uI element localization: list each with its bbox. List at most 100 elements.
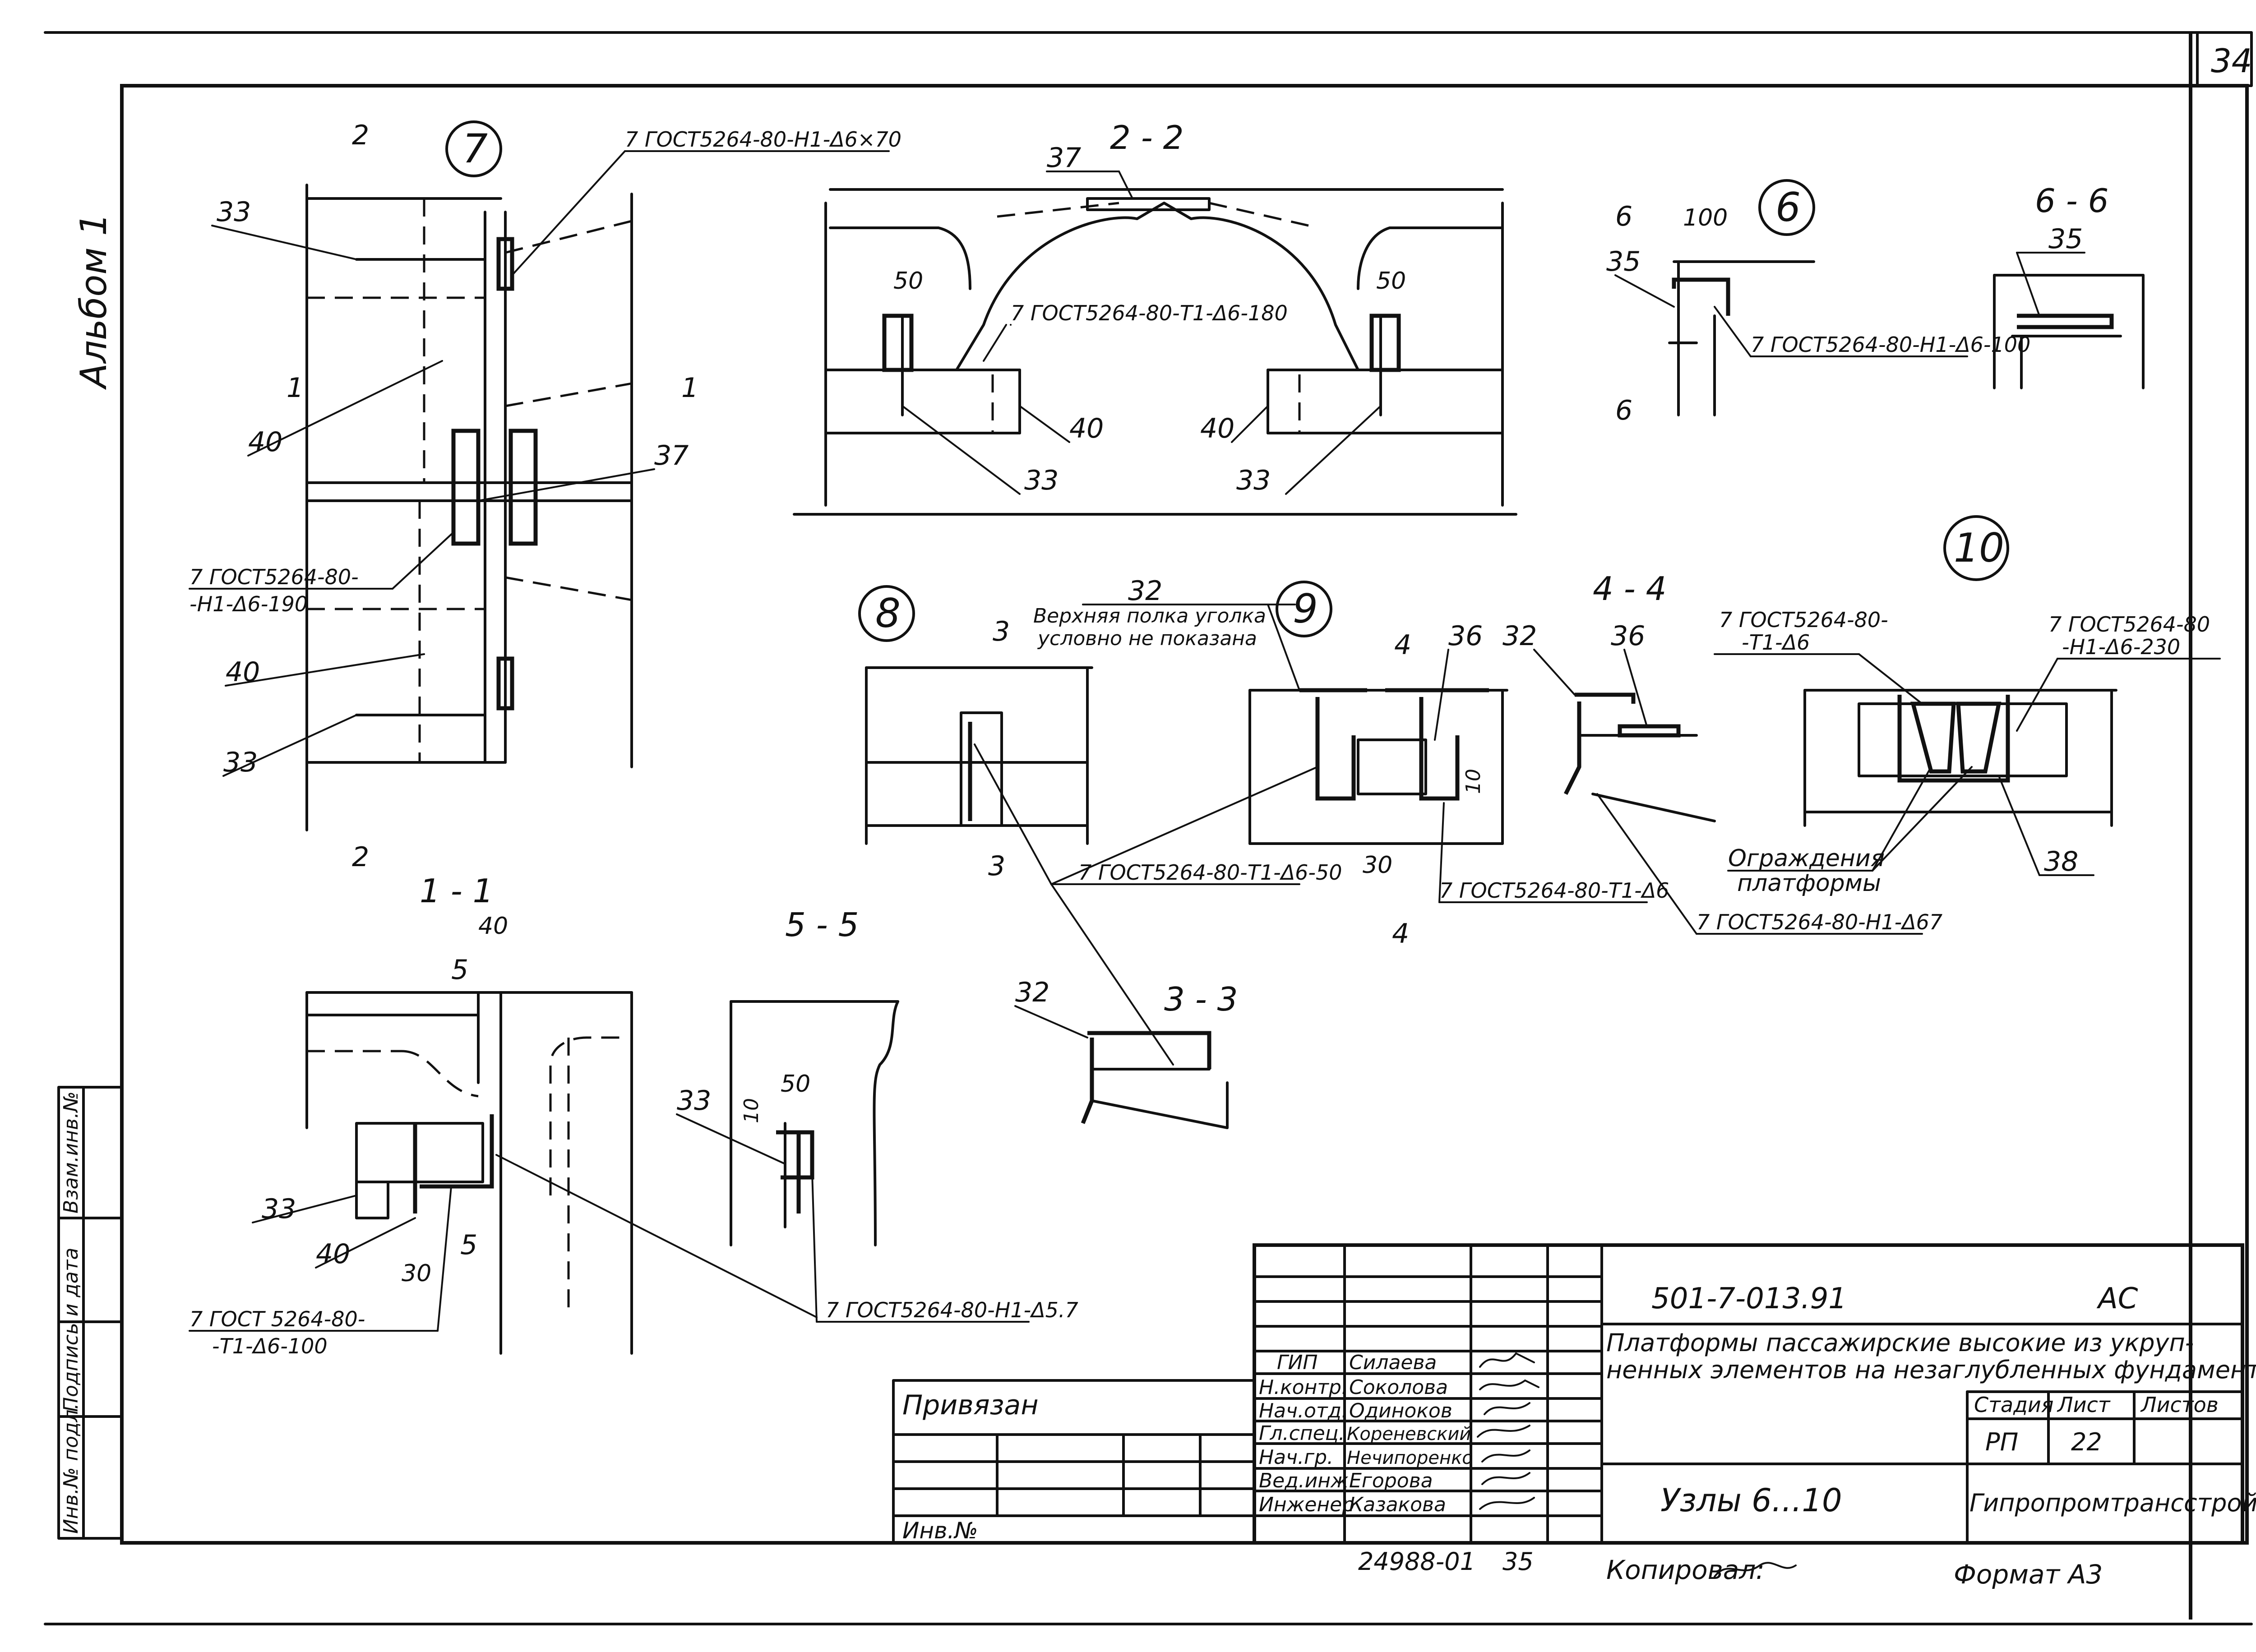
dim-40: 40 <box>478 913 508 940</box>
title-block <box>892 1243 2244 1545</box>
tb-name-0: Силаева <box>1349 1351 1437 1374</box>
section-4-4-title: 4 - 4 <box>1593 570 1666 608</box>
node-10-weld-right-a: 7 ГОСТ5264-80 <box>2048 612 2210 637</box>
node-10-weld-left-a: 7 ГОСТ5264-80- <box>1719 608 1888 632</box>
section-1-1-mark-5-top: 5 <box>451 954 468 986</box>
part-37-b: 37 <box>1047 142 1081 174</box>
tb-sheet-header: Лист <box>2057 1393 2111 1417</box>
section-1-1-title: 1 - 1 <box>420 872 493 910</box>
node-8-weld: 7 ГОСТ5264-80-Т1-Δ6-50 <box>1078 860 1342 885</box>
section-6-6-view <box>1993 274 2145 389</box>
part-36-a: 36 <box>1448 620 1483 652</box>
side-stamp-sign: Подпись и дата <box>60 1248 83 1412</box>
dim-10-a: 10 <box>1462 769 1485 794</box>
part-35-a: 35 <box>1606 246 1641 277</box>
node-6-view <box>1668 260 1815 416</box>
tb-sheet-title: Узлы 6...10 <box>1660 1482 1842 1519</box>
node-7-mark-2-top: 2 <box>352 120 369 151</box>
tb-role-6: Инженер <box>1259 1493 1355 1516</box>
part-33-c: 33 <box>1024 465 1059 496</box>
part-33-a: 33 <box>217 196 251 228</box>
part-37-a: 37 <box>654 440 689 471</box>
tb-name-5: Егорова <box>1349 1469 1433 1492</box>
node-9-note-b: условно не показана <box>1037 627 1257 650</box>
tb-mark: АС <box>2096 1282 2138 1315</box>
signature-scribbles <box>1477 1352 1797 1578</box>
page-number: 34 <box>2211 42 2252 80</box>
section-1-1-weld-a: 7 ГОСТ 5264-80- <box>190 1307 365 1331</box>
dim-30-b: 30 <box>402 1260 431 1287</box>
node-9-mark-4-bottom: 4 <box>1392 918 1409 950</box>
node-7-mark-1-right: 1 <box>681 372 698 404</box>
dim-50-c: 50 <box>781 1071 810 1098</box>
section-5-5-title: 5 - 5 <box>785 906 859 944</box>
section-4-4-weld: 7 ГОСТ5264-80-Н1-Δ67 <box>1697 910 1942 934</box>
node-10-fence-b: платформы <box>1737 870 1881 897</box>
section-1-1-mark-5-bottom: 5 <box>460 1229 477 1261</box>
node-7-weld-top: 7 ГОСТ5264-80-Н1-Δ6×70 <box>625 127 901 152</box>
node-8-mark-3-bottom: 3 <box>988 850 1005 882</box>
tb-inv-no: Инв.№ <box>902 1518 978 1544</box>
tb-role-4: Нач.гр. <box>1259 1446 1333 1469</box>
tb-project-title-1: Платформы пассажирские высокие из укруп- <box>1606 1329 2194 1357</box>
dim-10-b: 10 <box>740 1098 763 1123</box>
tb-sheets-header: Листов <box>2140 1393 2219 1417</box>
tb-role-2: Нач.отд. <box>1259 1399 1348 1422</box>
side-stamp <box>57 1086 123 1540</box>
section-3-3-title: 3 - 3 <box>1164 980 1238 1018</box>
tb-order-no: 24988-01 <box>1358 1547 1475 1576</box>
tb-name-3: Кореневский <box>1347 1424 1471 1444</box>
node-9-note-a: Верхняя полка уголка <box>1033 605 1266 628</box>
node-10-marker <box>1943 515 2009 581</box>
node-8-view <box>865 666 1093 845</box>
dim-30-a: 30 <box>1363 852 1392 879</box>
node-6-mark-top: 6 <box>1615 201 1632 232</box>
tb-stage-header: Стадия <box>1974 1393 2053 1417</box>
node-6-weld: 7 ГОСТ5264-80-Н1-Δ6-100 <box>1751 332 2030 357</box>
part-33-e: 33 <box>262 1193 296 1225</box>
dim-50-b: 50 <box>1376 268 1406 295</box>
node-7-label: 7 <box>462 125 488 172</box>
dim-100: 100 <box>1683 204 1728 231</box>
section-6-6-title: 6 - 6 <box>2035 182 2108 220</box>
node-10-weld-right-b: -Н1-Δ6-230 <box>2062 635 2180 659</box>
node-7-weld-mid-b: -Н1-Δ6-190 <box>190 592 308 616</box>
node-8-label: 8 <box>875 590 901 637</box>
sheet-frame <box>44 31 2253 1625</box>
section-5-5-weld: 7 ГОСТ5264-80-Н1-Δ5.7 <box>826 1298 1078 1322</box>
node-9-mark-4-top: 4 <box>1394 629 1411 661</box>
album-label: Альбом 1 <box>73 213 115 390</box>
tb-project-title-2: ненных элементов на незаглубленных фунда… <box>1606 1356 2256 1384</box>
part-38: 38 <box>2044 846 2078 877</box>
side-stamp-replace: Взам.инв.№ <box>60 1091 83 1214</box>
node-7-mark-2-bottom: 2 <box>352 841 369 873</box>
section-3-3-view <box>1081 1031 1229 1129</box>
part-40-d: 40 <box>1200 413 1234 444</box>
tb-privyazan: Привязан <box>902 1389 1039 1421</box>
node-9-label: 9 <box>1293 586 1318 632</box>
section-2-2-title: 2 - 2 <box>1110 119 1183 157</box>
section-5-5-view <box>730 1000 899 1246</box>
node-6-label: 6 <box>1775 184 1801 231</box>
part-36-b: 36 <box>1611 620 1645 652</box>
part-33-d: 33 <box>1236 465 1271 496</box>
tb-sheet-no: 22 <box>2071 1428 2102 1456</box>
node-9-weld: 7 ГОСТ5264-80-Т1-Δ6 <box>1439 878 1669 903</box>
section-2-2-view <box>793 188 1517 516</box>
node-7-marker <box>445 120 502 177</box>
node-10-weld-left-b: -Т1-Δ6 <box>1742 630 1810 655</box>
node-10-view <box>1803 689 2117 827</box>
part-32-a: 32 <box>1128 575 1162 607</box>
dim-50-a: 50 <box>893 268 923 295</box>
node-6-marker <box>1758 179 1815 236</box>
section-4-4-view <box>1563 692 1716 822</box>
node-8-marker <box>858 585 915 642</box>
node-10-fence-a: Ограждения <box>1728 845 1885 872</box>
tb-order-sheet: 35 <box>1502 1547 1534 1576</box>
tb-stage: РП <box>1985 1428 2018 1456</box>
node-7-weld-mid-a: 7 ГОСТ5264-80- <box>190 565 359 589</box>
tb-role-0: ГИП <box>1277 1351 1318 1374</box>
tb-name-4: Нечипоренко <box>1347 1448 1473 1468</box>
part-33-f: 33 <box>677 1085 711 1117</box>
